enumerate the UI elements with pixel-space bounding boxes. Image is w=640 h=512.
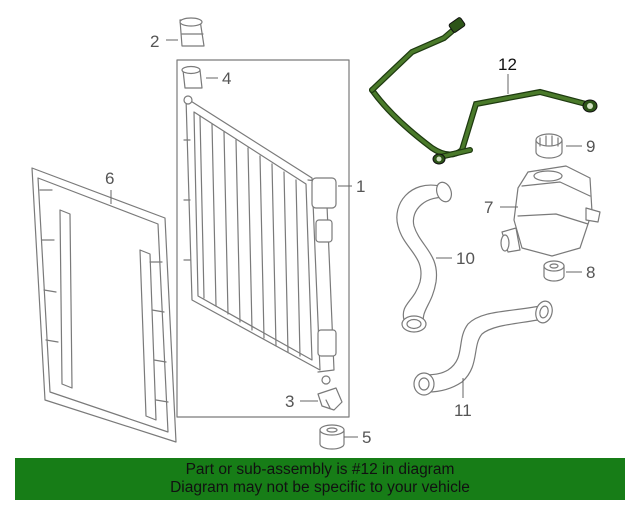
part-9-reservoir-cap[interactable] — [535, 133, 563, 159]
callout-2: 2 — [150, 32, 159, 51]
part-7-expansion-tank[interactable] — [500, 165, 601, 257]
callout-4: 4 — [222, 69, 231, 88]
callout-1: 1 — [356, 177, 365, 196]
part-11-lower-hose[interactable] — [413, 299, 555, 396]
part-3-clip[interactable] — [317, 387, 343, 411]
part-6-shroud[interactable] — [31, 167, 177, 443]
callout-11: 11 — [454, 401, 472, 420]
callout-labels: 2 4 1 3 5 6 7 8 9 10 11 12 — [105, 32, 595, 447]
callout-3: 3 — [285, 392, 294, 411]
part-1-radiator[interactable] — [183, 95, 337, 385]
callout-10: 10 — [456, 249, 475, 268]
part-5-bushing[interactable] — [319, 424, 345, 450]
callout-9: 9 — [586, 137, 595, 156]
callout-5: 5 — [362, 428, 371, 447]
part-4-bushing[interactable] — [181, 65, 203, 89]
parts-diagram: 2 4 1 3 5 6 7 8 9 10 11 12 — [31, 17, 601, 450]
notice-line-1: Part or sub-assembly is #12 in diagram — [185, 461, 455, 478]
part-2-cap[interactable] — [179, 17, 205, 47]
callout-8: 8 — [586, 263, 595, 282]
leader-lines — [110, 39, 582, 438]
part-12-vent-hose[interactable] — [369, 17, 598, 165]
callout-7: 7 — [484, 198, 493, 217]
notice-line-2: Diagram may not be specific to your vehi… — [170, 479, 470, 496]
part-10-upper-hose[interactable] — [396, 180, 454, 333]
part-8-grommet[interactable] — [543, 260, 565, 282]
assembly-box-1 — [176, 59, 350, 418]
notice-banner: Part or sub-assembly is #12 in diagram D… — [15, 458, 625, 500]
callout-12: 12 — [498, 55, 517, 74]
callout-6: 6 — [105, 169, 114, 188]
